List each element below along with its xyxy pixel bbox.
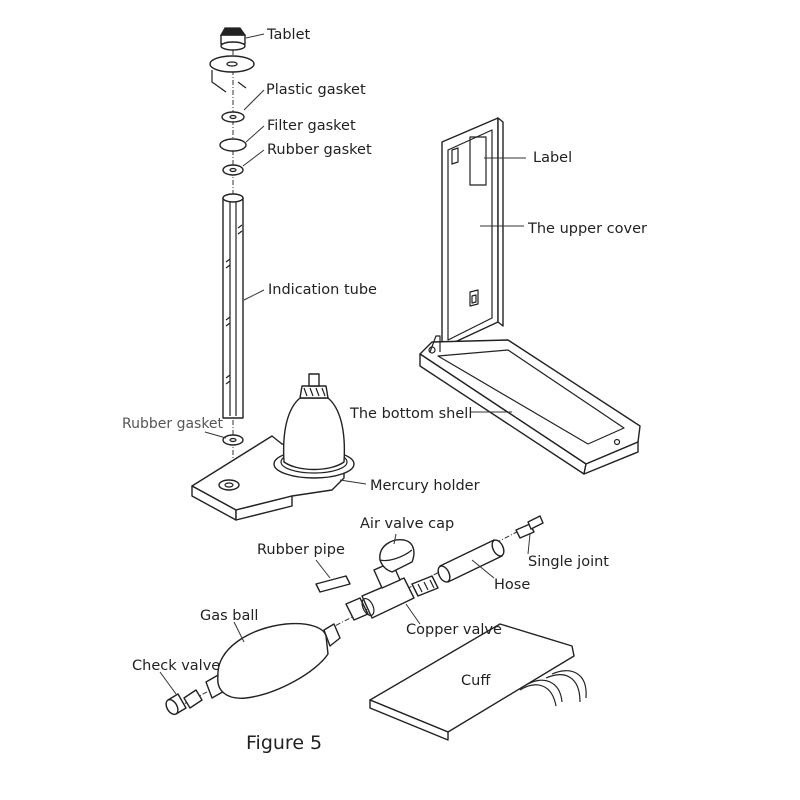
gas-ball-leader <box>233 621 245 643</box>
check-valve-part <box>165 689 203 716</box>
copper-valve-leader <box>405 603 421 625</box>
gas-ball-label: Gas ball <box>200 608 258 624</box>
rubber-pipe-part <box>315 575 351 593</box>
rubber-gasket-bottom-leader <box>204 431 227 439</box>
figure-caption: Figure 5 <box>246 732 322 754</box>
cuff-part <box>369 623 587 741</box>
check-valve-label: Check valve <box>132 658 220 674</box>
hose-part <box>437 539 505 583</box>
rubber-gasket-bottom-label: Rubber gasket <box>122 416 224 432</box>
hose-leader <box>471 559 495 579</box>
tablet-leader <box>245 33 265 39</box>
gas-ball-part <box>205 622 341 699</box>
cuff-label: Cuff <box>461 673 491 689</box>
tablet-label: Tablet <box>266 27 310 43</box>
indication-tube-leader <box>243 289 265 301</box>
single-joint-label: Single joint <box>528 554 609 570</box>
mercury-holder-label: Mercury holder <box>370 478 480 494</box>
rubber-pipe-leader <box>315 559 331 579</box>
rubber-gasket-bottom-part <box>222 434 244 446</box>
tablet-part <box>219 27 247 51</box>
plastic-gasket-washer <box>221 111 245 123</box>
check-valve-leader <box>159 671 177 695</box>
mercury-holder-leader <box>339 479 367 485</box>
air-valve-cap-leader <box>393 533 397 545</box>
plastic-gasket-part <box>209 55 255 93</box>
bottom-shell-label: The bottom shell <box>349 406 472 422</box>
rubber-pipe-label: Rubber pipe <box>257 542 345 558</box>
bottom-shell-part <box>419 335 641 475</box>
air-valve-cap-label: Air valve cap <box>360 516 454 532</box>
hose-label: Hose <box>494 577 530 593</box>
label-label: Label <box>533 150 572 166</box>
air-valve-cap-part <box>379 539 415 573</box>
rubber-gasket-top-leader <box>242 149 265 167</box>
upper-cover-label: The upper cover <box>527 221 647 237</box>
filter-gasket-leader <box>245 125 265 143</box>
indication-tube-part <box>222 193 244 419</box>
upper-cover-part <box>441 117 504 349</box>
label-plate <box>469 136 487 186</box>
filter-gasket-label: Filter gasket <box>267 118 356 134</box>
mercury-holder-part <box>191 373 355 521</box>
indication-tube-label: Indication tube <box>268 282 377 298</box>
plastic-gasket-label: Plastic gasket <box>266 82 366 98</box>
single-joint-part <box>515 515 544 539</box>
plastic-gasket-leader <box>243 89 265 111</box>
rubber-gasket-top-part <box>222 164 244 176</box>
rubber-gasket-top-label: Rubber gasket <box>267 142 372 158</box>
copper-valve-label: Copper valve <box>406 622 502 638</box>
filter-gasket-part <box>219 138 247 152</box>
single-joint-leader <box>527 533 531 555</box>
